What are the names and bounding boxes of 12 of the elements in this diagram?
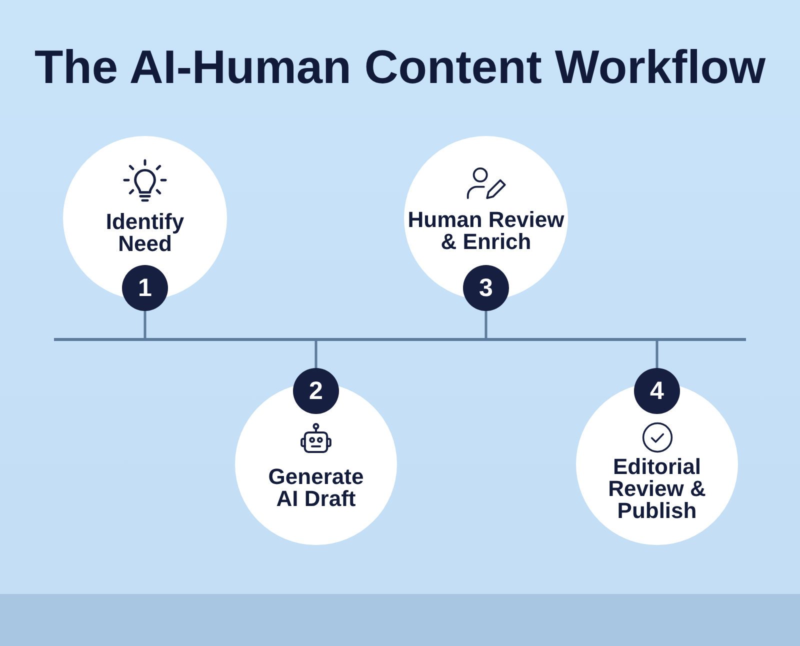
connector-line bbox=[656, 341, 658, 368]
connector-line bbox=[314, 341, 318, 368]
step-label: Identify Need bbox=[104, 211, 186, 255]
step-label: Generate AI Draft bbox=[267, 466, 365, 510]
step-label: Editorial Review & Publish bbox=[607, 456, 707, 522]
title: The AI-Human Content Workflow bbox=[34, 40, 766, 94]
connector-line bbox=[144, 311, 146, 338]
connector-line bbox=[484, 311, 488, 338]
timeline-line bbox=[54, 338, 746, 341]
step-label: Human Review & Enrich bbox=[406, 209, 566, 253]
step-number-badge: 4 bbox=[634, 368, 680, 414]
step-number-badge: 2 bbox=[293, 368, 339, 414]
